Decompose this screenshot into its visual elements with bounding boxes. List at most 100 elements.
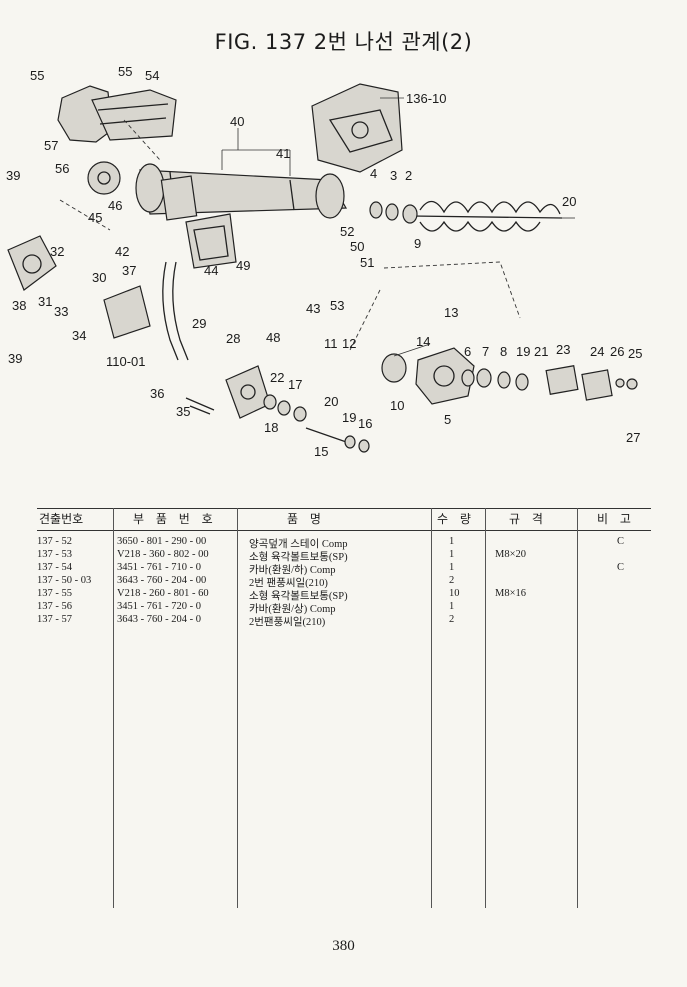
part-name: 카바(환원/하) Comp [249, 565, 336, 576]
callout-34: 34 [72, 328, 86, 343]
table-row: 137 - 55 V218 - 260 - 801 - 60 소형 육각볼트보통… [37, 588, 651, 602]
callout-46: 46 [108, 198, 122, 213]
header-qty: 수 량 [437, 512, 475, 526]
callout-28: 28 [226, 331, 240, 346]
table-row: 137 - 57 3643 - 760 - 204 - 0 2번팬풍씨일(210… [37, 614, 651, 628]
column-divider [113, 508, 114, 908]
callout-13: 13 [444, 305, 458, 320]
callout-9: 9 [414, 236, 421, 251]
callout-18: 18 [264, 420, 278, 435]
callout-52: 52 [340, 224, 354, 239]
callout-40: 40 [230, 114, 244, 129]
qty: 1 [449, 601, 455, 612]
table-row: 137 - 53 V218 - 360 - 802 - 00 소형 육각볼트보통… [37, 549, 651, 563]
callout-42: 42 [115, 244, 129, 259]
note: C [617, 562, 625, 573]
callout-20-a: 20 [562, 194, 576, 209]
callout-3: 3 [390, 168, 397, 183]
screw-conveyor-part [411, 200, 575, 232]
table-header-rule [37, 530, 651, 531]
spec: M8×20 [495, 549, 527, 560]
callout-2: 2 [405, 168, 412, 183]
column-divider [485, 508, 486, 908]
ref-no: 137 - 56 [37, 601, 72, 612]
part-no: 3451 - 761 - 710 - 0 [117, 562, 201, 573]
callout-11: 11 [324, 336, 338, 351]
left-plate-parts [7, 161, 237, 339]
callout-33: 33 [54, 304, 68, 319]
part-name: 카바(환원/상) Comp [249, 604, 336, 615]
callout-23: 23 [556, 342, 570, 357]
callout-8: 8 [500, 344, 507, 359]
table-row: 137 - 50 - 03 3643 - 760 - 204 - 00 2번 팬… [37, 575, 651, 589]
callout-57: 57 [44, 138, 58, 153]
callout-37: 37 [122, 263, 136, 278]
upper-cover-part [57, 85, 177, 143]
callout-39-b: 39 [8, 351, 22, 366]
gearbox-housing-part [311, 83, 403, 173]
qty: 1 [449, 562, 455, 573]
header-ref-no: 견출번호 [39, 512, 84, 526]
part-name: 양곡덮개 스테이 Comp [249, 539, 348, 550]
callout-15: 15 [314, 444, 328, 459]
callout-19-a: 19 [516, 344, 530, 359]
callout-26: 26 [610, 344, 624, 359]
header-part-name: 품 명 [287, 512, 325, 526]
ref-no: 137 - 53 [37, 549, 72, 560]
callout-14: 14 [416, 334, 430, 349]
callout-27: 27 [626, 430, 640, 445]
callout-45: 45 [88, 210, 102, 225]
callout-4: 4 [370, 166, 377, 181]
table-row: 137 - 52 3650 - 801 - 290 - 00 양곡덮개 스테이 … [37, 536, 651, 550]
callout-21: 21 [534, 344, 548, 359]
callout-136-10: 136-10 [406, 91, 446, 106]
callout-20-b: 20 [324, 394, 338, 409]
callout-43: 43 [306, 301, 320, 316]
callout-41: 41 [276, 146, 290, 161]
callout-29: 29 [192, 316, 206, 331]
callout-50: 50 [350, 239, 364, 254]
callout-54: 54 [145, 68, 159, 83]
lower-gearcase-part [381, 347, 475, 405]
callout-48: 48 [266, 330, 280, 345]
callout-12: 12 [342, 336, 356, 351]
callout-51: 51 [360, 255, 374, 270]
callout-5: 5 [444, 412, 451, 427]
column-divider [237, 508, 238, 908]
callout-110-01: 110-01 [106, 354, 146, 369]
chute-pipe-part [162, 261, 189, 361]
header-spec: 규 격 [509, 512, 547, 526]
qty: 1 [449, 536, 455, 547]
callout-30: 30 [92, 270, 106, 285]
callout-31: 31 [38, 294, 52, 309]
callout-25: 25 [628, 346, 642, 361]
header-note: 비 고 [597, 512, 635, 526]
bottom-plate-part [185, 365, 370, 453]
ref-no: 137 - 50 - 03 [37, 575, 92, 586]
qty: 2 [449, 614, 455, 625]
callout-35: 35 [176, 404, 190, 419]
callout-44: 44 [204, 263, 218, 278]
callout-32: 32 [50, 244, 64, 259]
callout-16: 16 [358, 416, 372, 431]
ref-no: 137 - 57 [37, 614, 72, 625]
leader-lines [221, 97, 431, 357]
spec: M8×16 [495, 588, 527, 599]
qty: 2 [449, 575, 455, 586]
callout-24: 24 [590, 344, 604, 359]
callout-10: 10 [390, 398, 404, 413]
column-divider [577, 508, 578, 908]
callout-6: 6 [464, 344, 471, 359]
part-name: 2번팬풍씨일(210) [249, 617, 326, 628]
ref-no: 137 - 54 [37, 562, 72, 573]
part-no: 3643 - 760 - 204 - 00 [117, 575, 207, 586]
part-name: 소형 육각볼트보통(SP) [249, 591, 348, 602]
callout-39-a: 39 [6, 168, 20, 183]
table-row: 137 - 56 3451 - 761 - 720 - 0 카바(환원/상) C… [37, 601, 651, 615]
callout-56: 56 [55, 161, 69, 176]
callout-36: 36 [150, 386, 164, 401]
part-no: 3451 - 761 - 720 - 0 [117, 601, 201, 612]
part-no: 3643 - 760 - 204 - 0 [117, 614, 201, 625]
ref-no: 137 - 55 [37, 588, 72, 599]
callout-49: 49 [236, 258, 250, 273]
